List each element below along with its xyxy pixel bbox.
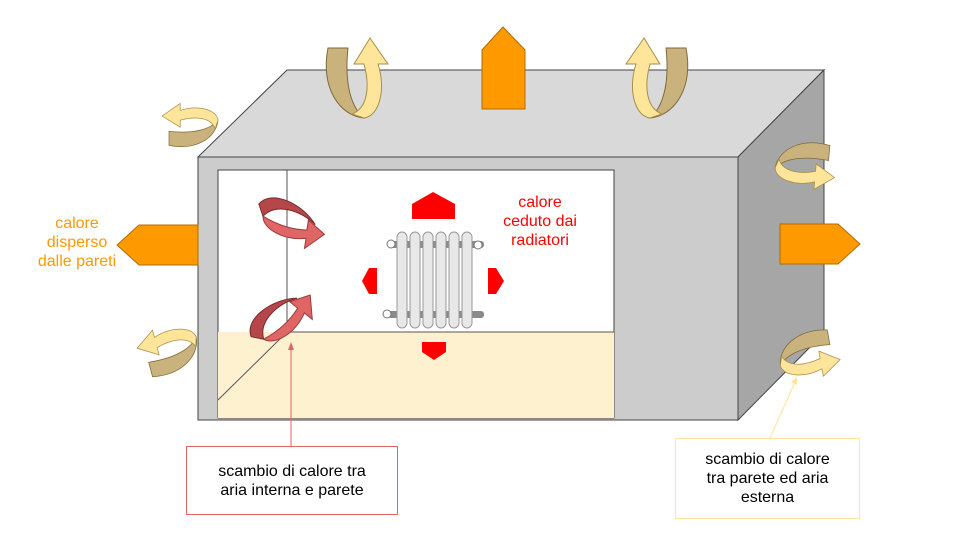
heat-arrow-icon	[481, 26, 526, 110]
radiator-heat-label: calore ceduto dai radiatori	[480, 193, 600, 250]
outer-exchange-line: tra parete ed aria	[706, 470, 829, 487]
heat-loss-line: disperso	[46, 234, 108, 251]
inner-exchange-pointer-head	[288, 342, 294, 350]
radiator-heat-line: calore	[518, 194, 562, 211]
heat-loss-label: calore disperso dalle pareti	[22, 214, 132, 271]
curved-airflow-arrow-icon	[161, 103, 219, 148]
heat-arrow-icon	[779, 223, 861, 265]
outer-exchange-pointer-head	[791, 377, 797, 385]
heat-arrow-icon	[422, 342, 446, 360]
heat-loss-line: calore	[55, 215, 99, 232]
inner-exchange-line: scambio di calore tra	[218, 462, 366, 480]
room-floor	[218, 332, 614, 418]
heat-loss-arrows	[116, 26, 861, 266]
radiator-heat-arrows	[362, 192, 504, 360]
inner-exchange-line: aria interna e parete	[220, 481, 364, 499]
outer-exchange-line: scambio di calore	[705, 451, 830, 468]
heat-arrow-icon	[488, 268, 504, 294]
outer-exchange-pointer	[769, 381, 796, 439]
curved-airflow-arrow-icon	[133, 319, 204, 381]
heat-arrow-icon	[362, 268, 377, 294]
inner-exchange-box: scambio di calore tra aria interna e par…	[186, 446, 398, 515]
radiator-heat-line: radiatori	[511, 232, 569, 249]
radiator-heat-line: ceduto dai	[503, 213, 577, 230]
outer-exchange-box: scambio di calore tra parete ed aria est…	[675, 438, 860, 519]
floor-edge	[217, 331, 288, 401]
heat-arrow-icon	[412, 192, 455, 219]
heat-arrow-icon	[116, 224, 199, 266]
heat-loss-line: dalle pareti	[37, 253, 117, 270]
radiator-icon	[382, 231, 484, 329]
outer-exchange-line: esterna	[740, 489, 795, 506]
